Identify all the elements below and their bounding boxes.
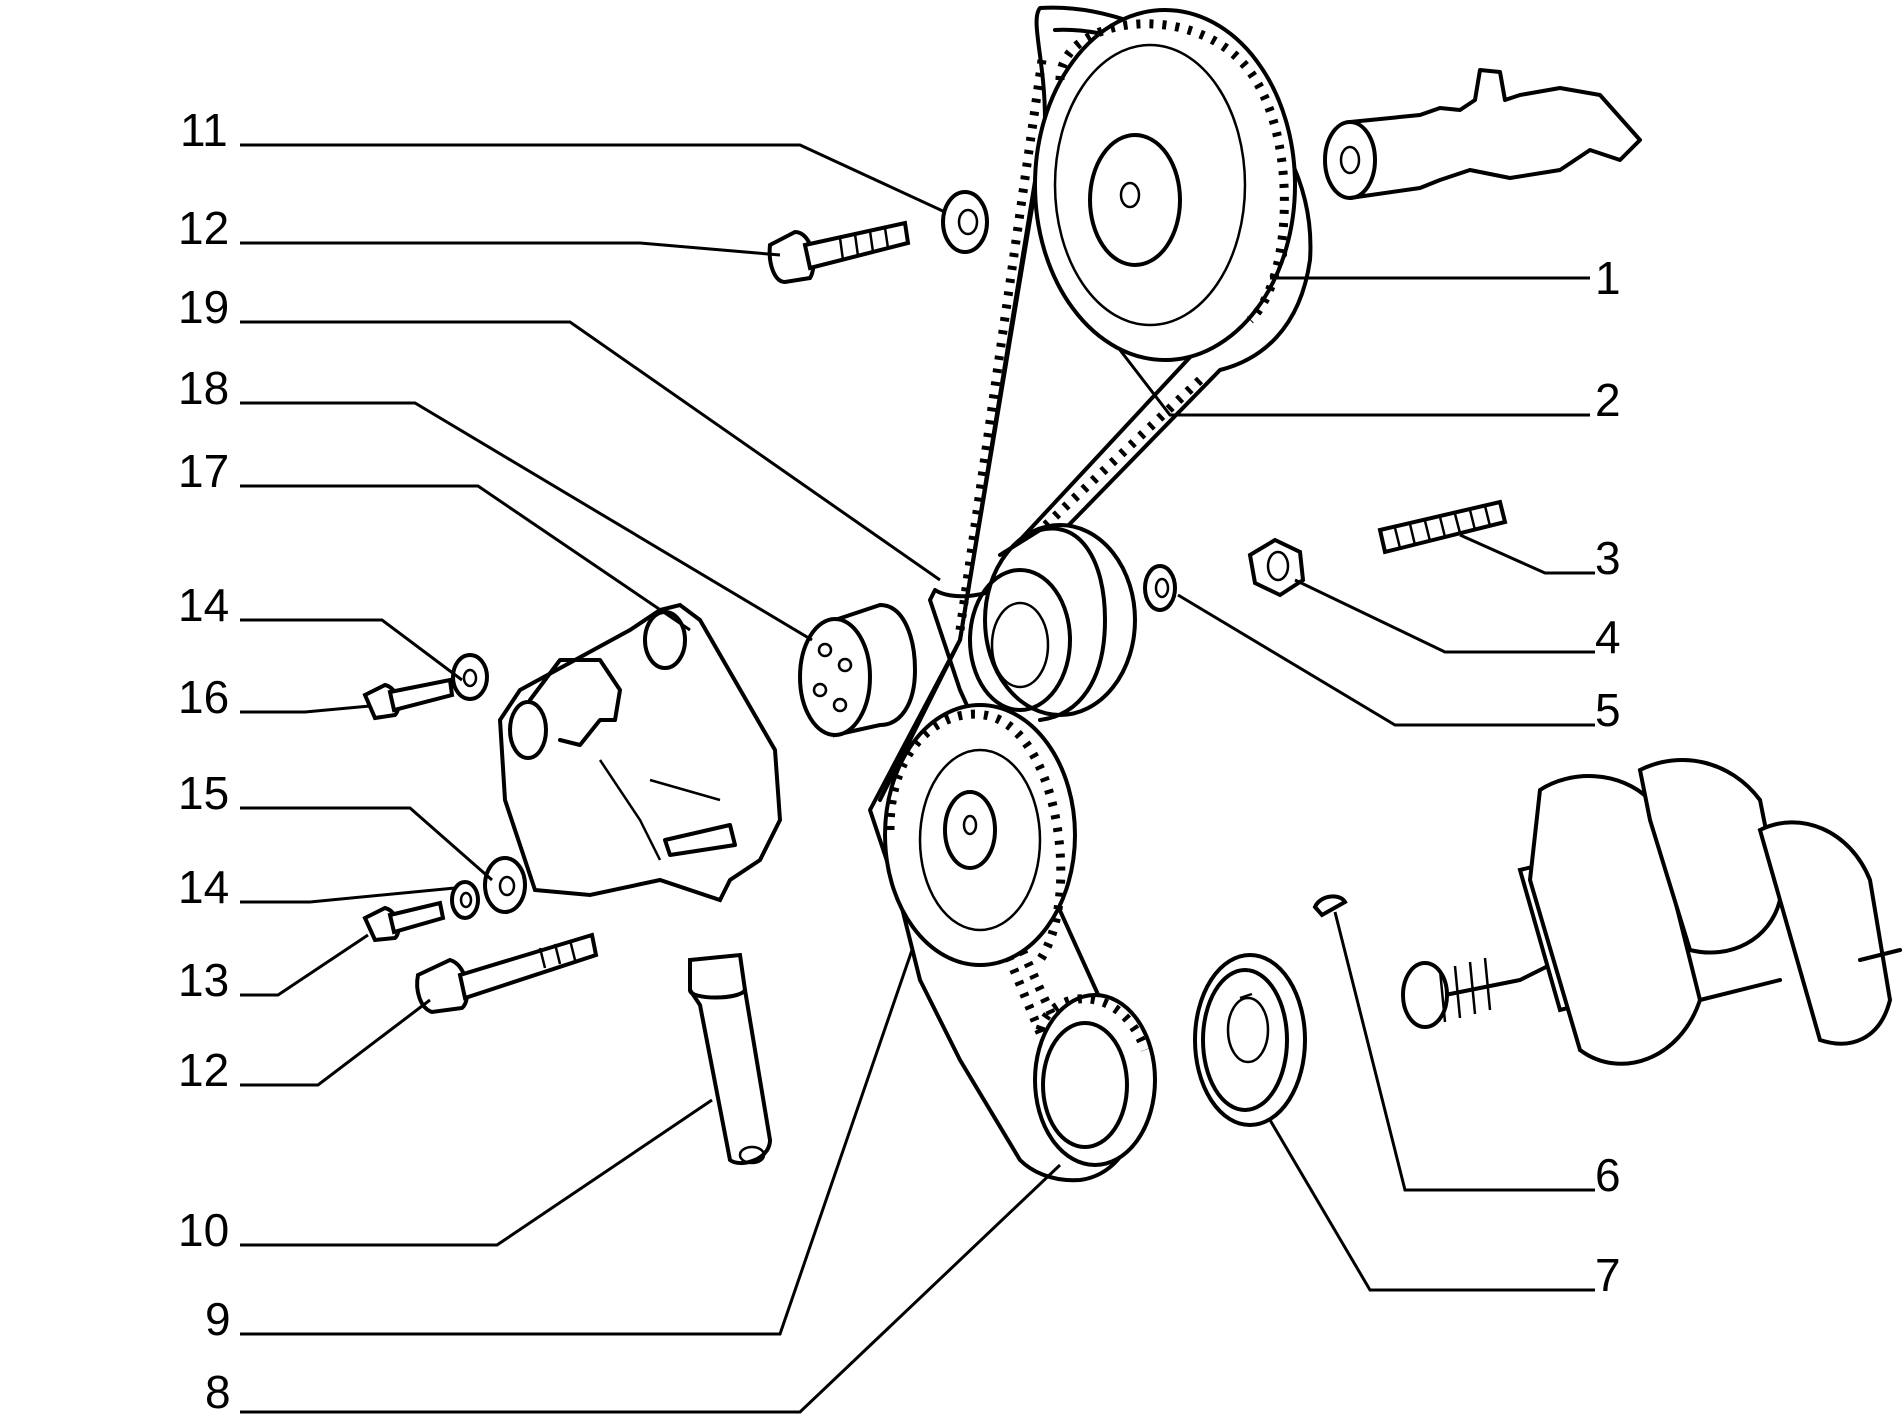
label-4: 4 [1595, 611, 1621, 663]
label-9: 9 [205, 1293, 231, 1345]
washer-icon [451, 653, 489, 701]
tensioner-bracket-icon [497, 602, 783, 903]
label-14-bottom: 14 [178, 861, 229, 913]
label-5: 5 [1595, 684, 1621, 736]
crankshaft-pulley-icon [1033, 993, 1157, 1167]
label-1: 1 [1595, 252, 1621, 304]
label-13: 13 [178, 954, 229, 1006]
label-19: 19 [178, 281, 229, 333]
label-12-top: 12 [178, 202, 229, 254]
label-11: 11 [180, 104, 228, 156]
label-6: 6 [1595, 1149, 1621, 1201]
washer-icon [941, 190, 989, 254]
part-labels: 1 2 3 4 5 6 7 8 9 10 11 12 19 18 17 14 1… [178, 104, 1621, 1414]
washer-icon [1143, 564, 1177, 612]
flange-washer-icon [1193, 953, 1307, 1127]
camshaft-icon [1323, 68, 1642, 200]
label-2: 2 [1595, 374, 1621, 426]
label-12-bottom: 12 [178, 1044, 229, 1096]
label-17: 17 [178, 445, 229, 497]
washer-icon [450, 880, 480, 920]
camshaft-pulley-icon [1033, 8, 1297, 362]
pump-pulley-icon [883, 703, 1077, 967]
spacer-bushing-icon [798, 602, 918, 738]
label-7: 7 [1595, 1249, 1621, 1301]
label-10: 10 [178, 1204, 229, 1256]
key-icon [1312, 894, 1348, 918]
label-16: 16 [178, 671, 229, 723]
pin-icon [688, 952, 773, 1166]
label-8: 8 [205, 1366, 231, 1414]
tensioner-roller-icon [968, 523, 1137, 722]
nut-icon [1247, 537, 1306, 598]
label-18: 18 [178, 362, 229, 414]
bolt-icon [415, 932, 599, 1015]
washer-icon [483, 856, 527, 914]
bolt-icon [362, 900, 446, 943]
leader-lines [240, 143, 1595, 1414]
label-14-top: 14 [178, 579, 229, 631]
crankshaft-icon [1401, 758, 1902, 1066]
bolt-icon [362, 677, 455, 721]
stud-icon [1377, 499, 1508, 555]
label-15: 15 [178, 767, 229, 819]
label-3: 3 [1595, 532, 1621, 584]
bolt-icon [767, 220, 911, 285]
